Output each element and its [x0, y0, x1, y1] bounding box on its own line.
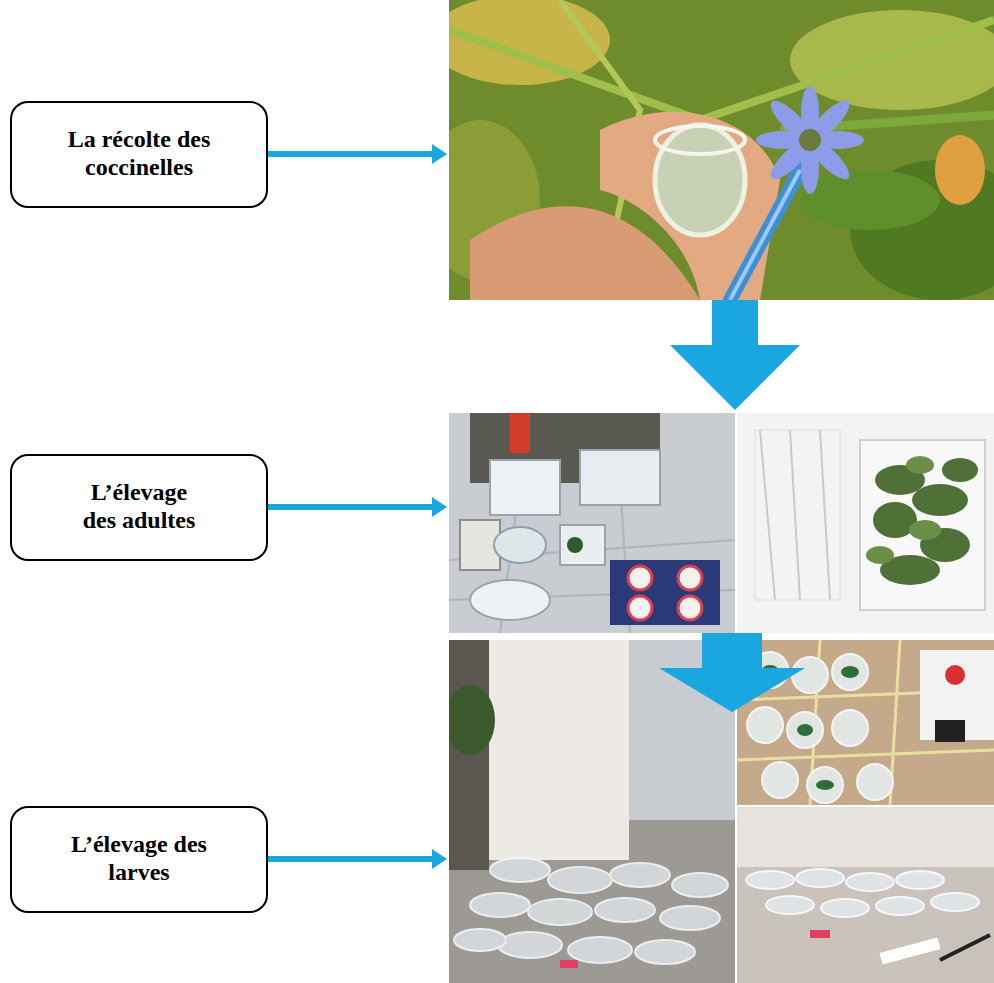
flow-arrows	[659, 300, 805, 712]
box-label: L’élevage des adultes	[72, 479, 207, 534]
box-text-group: La récolte des coccinelles	[37, 126, 242, 181]
adult-rearing-photo	[449, 413, 735, 633]
adult-box-photo	[737, 413, 994, 633]
larvae-floor-photo	[449, 640, 735, 983]
pointer-arrows	[268, 144, 447, 869]
box-label: La récolte des coccinelles	[37, 126, 242, 181]
box-label: L’élevage des larves	[44, 831, 234, 886]
box-text-group: L’élevage des larves	[44, 831, 234, 886]
larvae-table-photo	[737, 807, 994, 983]
larvae-dishes-photo	[737, 640, 994, 805]
box-text-group: L’élevage des adultes	[72, 479, 207, 534]
process-box: L’élevage des larves	[10, 806, 268, 913]
process-box: La récolte des coccinelles	[10, 101, 268, 208]
process-box: L’élevage des adultes	[10, 454, 268, 561]
harvest-photo	[449, 0, 994, 300]
